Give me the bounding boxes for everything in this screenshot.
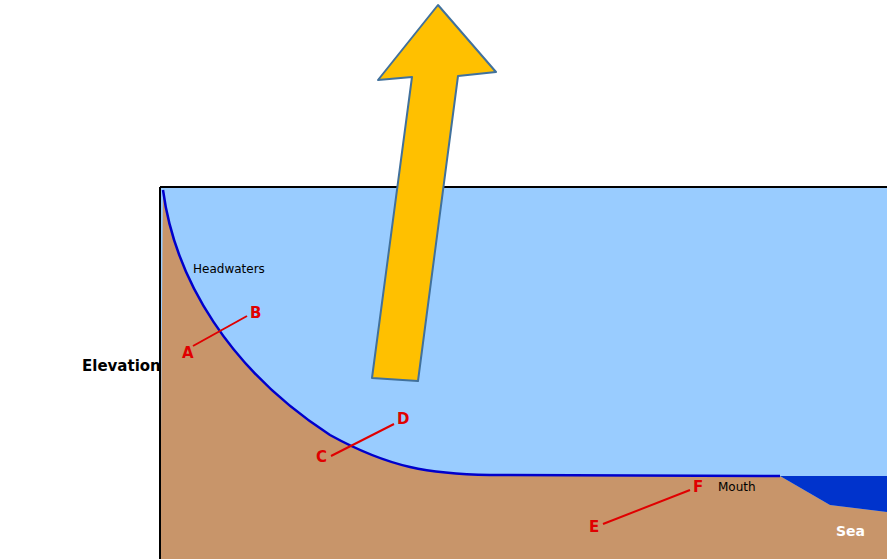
region-label: Sea [836, 524, 865, 538]
axis-label: Elevation [82, 359, 161, 374]
river-line [163, 190, 780, 476]
point-label: F [693, 480, 703, 495]
point-label: C [316, 450, 327, 465]
ground [160, 190, 887, 559]
sea-water [780, 476, 887, 512]
yellow-arrow [372, 5, 496, 381]
point-label: B [250, 306, 261, 321]
cross-section-line [331, 424, 394, 456]
point-label: A [182, 346, 194, 361]
sky [160, 187, 887, 559]
point-label: D [397, 412, 409, 427]
cross-section-line [193, 316, 247, 346]
point-label: E [589, 520, 599, 535]
cross-section-line [603, 490, 690, 524]
region-label: Mouth [718, 481, 756, 493]
region-label: Headwaters [193, 263, 265, 275]
frame [160, 187, 887, 559]
